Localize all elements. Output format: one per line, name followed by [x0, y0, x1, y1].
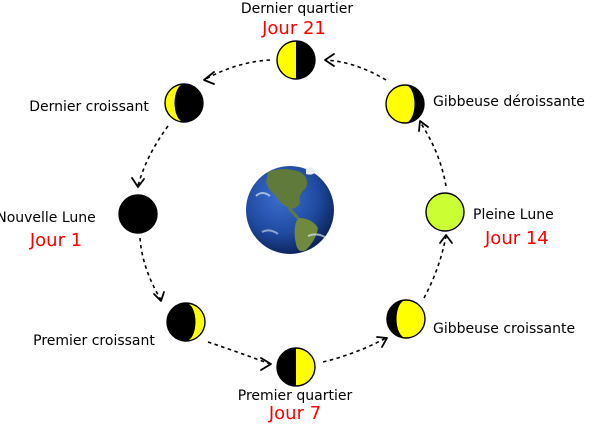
label-premier-croissant: Premier croissant — [33, 333, 155, 349]
label-gibbeuse-croissante: Gibbeuse croissante — [433, 321, 575, 337]
arrow-1-to-2 — [139, 237, 165, 302]
earth-icon — [246, 166, 334, 254]
arrow-5-to-6 — [418, 120, 447, 187]
arrow-6-to-7 — [324, 53, 387, 81]
arrow-2-to-3 — [207, 341, 272, 371]
moon-premier-quartier-icon — [276, 347, 316, 387]
moon-gibbeuse-croissante-icon — [386, 299, 426, 339]
day-pleine-lune: Jour 14 — [484, 228, 549, 249]
moons-group — [118, 40, 465, 387]
moon-dernier-quartier-icon — [276, 40, 316, 80]
day-premier-quartier: Jour 7 — [268, 403, 321, 424]
moon-nouvelle-lune-icon — [118, 194, 158, 234]
day-nouvelle-lune: Jour 1 — [29, 230, 82, 251]
orbit-arrows — [131, 53, 453, 371]
arrow-3-to-4 — [322, 336, 388, 363]
label-premier-quartier: Premier quartier — [238, 388, 353, 404]
label-nouvelle-lune: Nouvelle Lune — [0, 210, 96, 226]
label-dernier-quartier: Dernier quartier — [241, 1, 354, 17]
moon-dernier-croissant-icon — [164, 83, 204, 123]
moon-pleine-lune-icon — [425, 192, 465, 232]
arrow-4-to-5 — [423, 234, 453, 299]
arrow-7-to-8 — [203, 59, 271, 85]
labels: Nouvelle Lune Jour 1 Premier croissant P… — [0, 1, 585, 424]
moon-premier-croissant-icon — [166, 302, 206, 342]
label-gibbeuse-deroissante: Gibbeuse déroissante — [433, 94, 585, 110]
day-dernier-quartier: Jour 21 — [261, 18, 326, 39]
moon-gibbeuse-deroissante-icon — [385, 84, 425, 124]
label-pleine-lune: Pleine Lune — [473, 207, 554, 223]
label-dernier-croissant: Dernier croissant — [29, 99, 149, 115]
arrow-8-to-1 — [131, 125, 169, 188]
